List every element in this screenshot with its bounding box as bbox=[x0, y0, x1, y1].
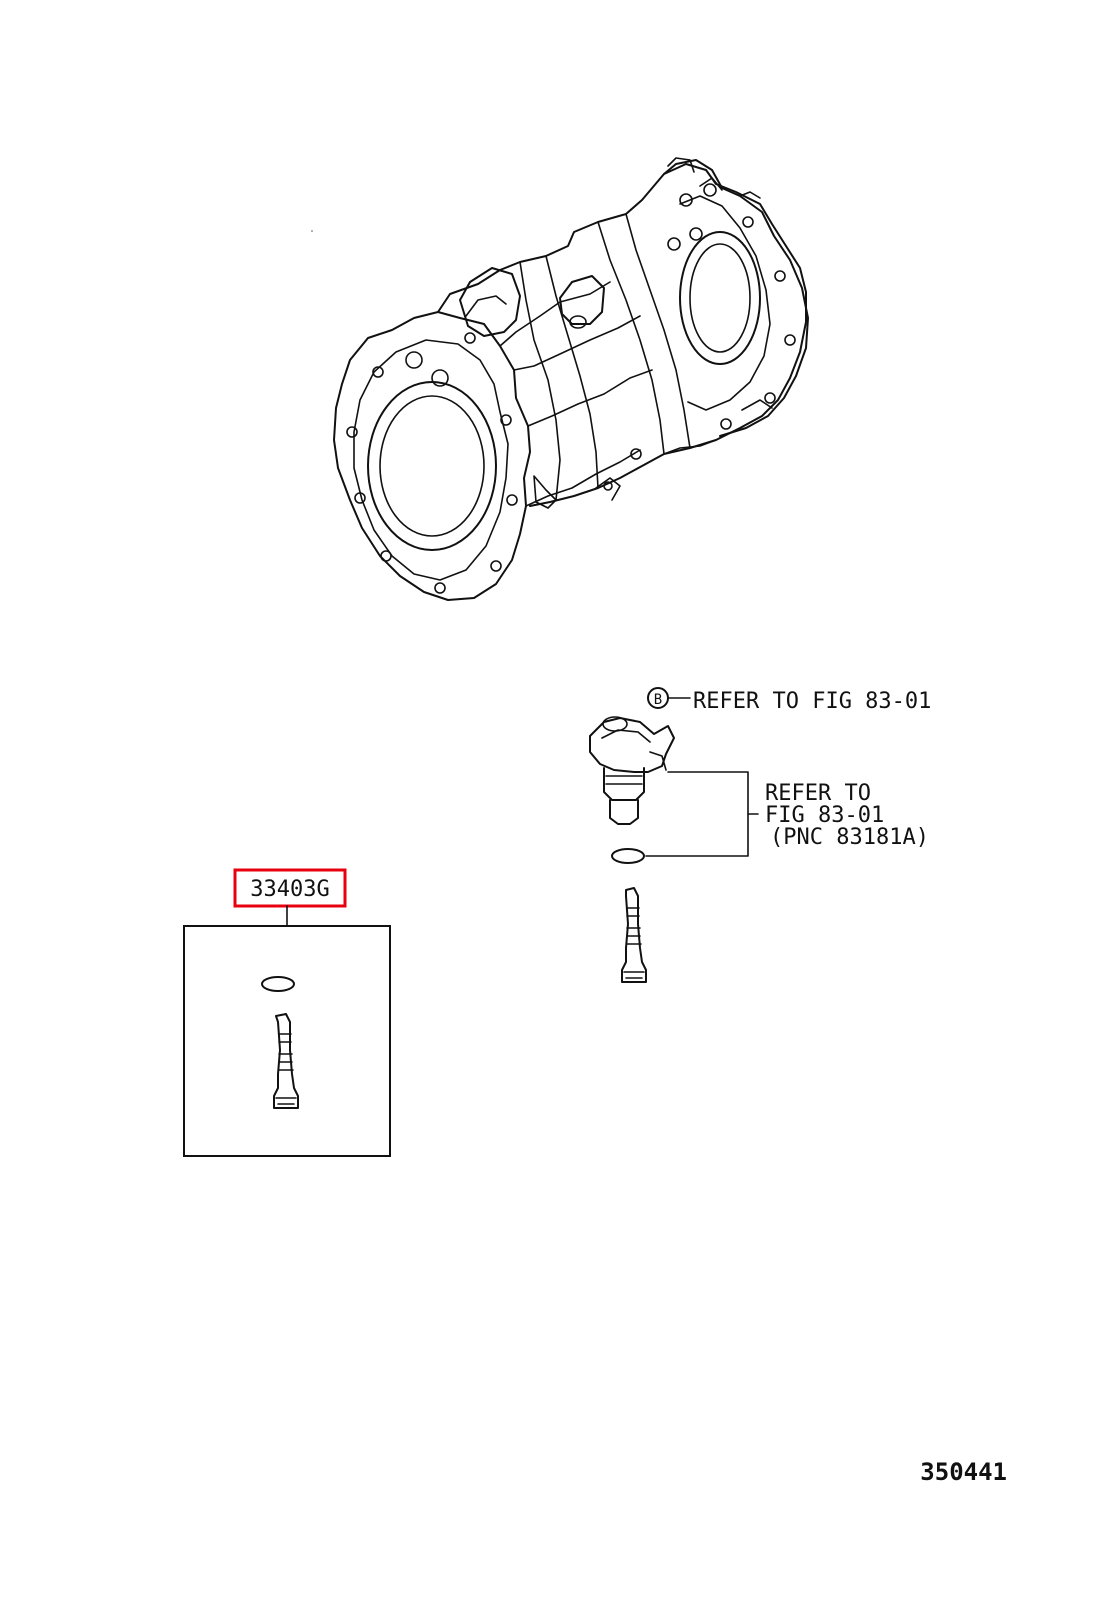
driven-gear-kit bbox=[273, 1013, 299, 1109]
transmission-case-illustration bbox=[333, 157, 809, 601]
circled-b-marker: B bbox=[647, 687, 669, 709]
refer-top-label: REFER TO FIG 83-01 bbox=[693, 689, 931, 714]
refer-right-line1: REFER TO bbox=[765, 781, 871, 806]
stray-dot bbox=[311, 230, 313, 232]
part-number-label[interactable]: 33403G bbox=[250, 877, 329, 902]
leader-lines-right bbox=[645, 697, 759, 857]
refer-right-line3: (PNC 83181A) bbox=[770, 825, 929, 850]
driven-gear-right bbox=[621, 887, 647, 983]
part-number-highlight[interactable] bbox=[233, 868, 347, 908]
part-number-callout[interactable]: 33403G bbox=[233, 868, 347, 908]
circled-b-label: B bbox=[654, 692, 662, 708]
kit-box bbox=[183, 925, 391, 1157]
o-ring-right bbox=[611, 848, 645, 864]
o-ring-kit bbox=[261, 976, 295, 992]
refer-right-line2: FIG 83-01 bbox=[765, 803, 884, 828]
figure-number: 350441 bbox=[920, 1458, 1007, 1486]
speed-sensor-illustration bbox=[589, 716, 675, 825]
